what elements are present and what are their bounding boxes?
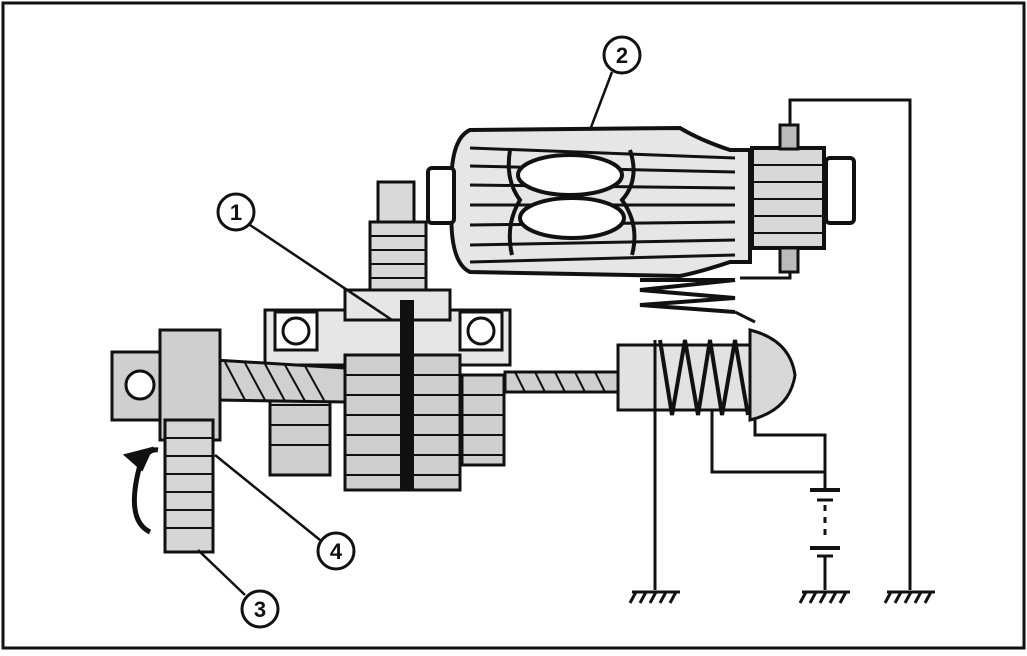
upper-gear	[368, 180, 428, 294]
armature-motor	[426, 123, 856, 279]
callout-4-label: 4	[330, 539, 343, 564]
helical-shaft	[213, 358, 347, 404]
spring-link	[734, 310, 756, 324]
rotation-arrow-icon	[122, 446, 159, 535]
callout-3: 3	[240, 589, 280, 629]
armature-wiring	[740, 98, 912, 590]
ring-gear	[163, 418, 215, 554]
callout-2: 2	[602, 35, 642, 75]
callout-4: 4	[316, 531, 356, 571]
ground-symbols	[628, 590, 935, 604]
solenoid	[616, 328, 797, 422]
solenoid-screw-shaft	[503, 370, 622, 394]
callout-1: 1	[216, 192, 256, 232]
callout-2-label: 2	[616, 43, 628, 68]
callout-1-label: 1	[230, 200, 242, 225]
callout-3-label: 3	[254, 597, 266, 622]
circuit-wiring	[653, 340, 840, 590]
central-shaft	[400, 300, 414, 490]
leader-lines	[197, 71, 614, 596]
brush-spring	[639, 278, 736, 314]
